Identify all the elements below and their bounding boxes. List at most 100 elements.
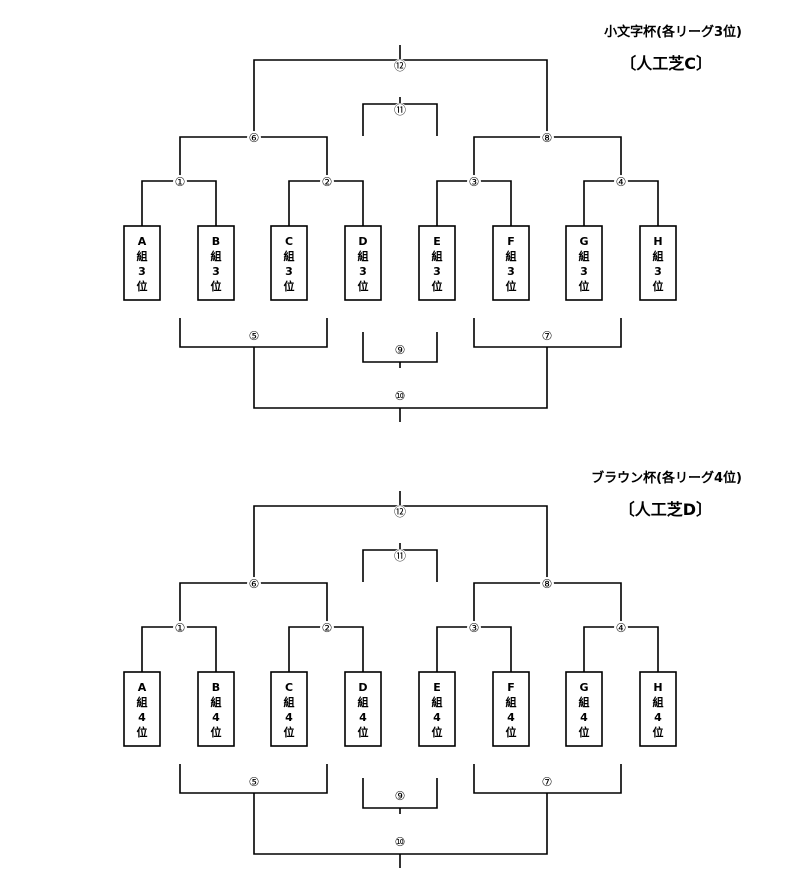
team-label-char: B [212, 681, 220, 694]
team-box [492, 225, 530, 301]
match-number: ⑥ [249, 131, 260, 145]
team-label-char: 位 [653, 725, 664, 739]
match-number-bg [467, 621, 481, 635]
team-box [123, 225, 161, 301]
team-label-char: 位 [506, 279, 517, 293]
bracket-title: ブラウン杯(各リーグ4位) [591, 470, 742, 486]
venue-label: 〔人工芝D〕 [619, 500, 712, 519]
team-box [565, 225, 603, 301]
team-label-char: F [507, 681, 515, 694]
team-label-char: D [358, 235, 367, 248]
team-label-char: 3 [580, 265, 588, 278]
match-number-bg [247, 577, 261, 591]
team-label-char: 位 [579, 279, 590, 293]
bracket-2: ブラウン杯(各リーグ4位)〔人工芝D〕A組4位B組4位C組4位D組4位E組4位F… [123, 470, 742, 868]
team-box [197, 671, 235, 747]
match-number: ⑫ [394, 59, 406, 73]
match-number-bg [320, 621, 334, 635]
team-label-char: 4 [138, 711, 146, 724]
team-label-char: 組 [284, 695, 295, 709]
match-number: ② [322, 621, 333, 635]
match-number: ⑦ [542, 775, 553, 789]
team-label-char: 組 [432, 695, 443, 709]
match-number: ② [322, 175, 333, 189]
match-number: ① [175, 175, 186, 189]
match-number-bg [393, 835, 407, 849]
team-box [197, 225, 235, 301]
match-number: ① [175, 621, 186, 635]
team-label-char: 組 [506, 695, 517, 709]
match-number: ⑧ [542, 577, 553, 591]
team-label-char: 3 [507, 265, 515, 278]
team-label-char: 位 [653, 279, 664, 293]
match-number: ⑦ [542, 329, 553, 343]
team-label-char: E [433, 681, 441, 694]
team-label-char: F [507, 235, 515, 248]
team-label-char: C [285, 681, 293, 694]
team-label-char: 位 [358, 279, 369, 293]
match-number-bg [247, 775, 261, 789]
team-box [344, 225, 382, 301]
match-number-bg [540, 329, 554, 343]
match-number-bg [173, 175, 187, 189]
match-number-bg [247, 329, 261, 343]
team-label-char: 4 [580, 711, 588, 724]
team-label-char: 組 [137, 249, 148, 263]
match-number: ⑧ [542, 131, 553, 145]
team-label-char: 3 [212, 265, 220, 278]
team-label-char: 4 [359, 711, 367, 724]
match-number-bg [393, 343, 407, 357]
match-number-bg [540, 131, 554, 145]
team-label-char: H [653, 681, 662, 694]
team-label-char: 位 [432, 279, 443, 293]
match-number-bg [393, 505, 407, 519]
team-label-char: A [138, 681, 147, 694]
bracket-1: 小文字杯(各リーグ3位)〔人工芝C〕A組3位B組3位C組3位D組3位E組3位F組… [123, 24, 742, 422]
team-label-char: 位 [137, 725, 148, 739]
team-label-char: 位 [211, 279, 222, 293]
match-number-bg [614, 175, 628, 189]
match-number: ⑤ [249, 775, 260, 789]
bracket-title: 小文字杯(各リーグ3位) [604, 24, 742, 40]
venue-label: 〔人工芝C〕 [620, 54, 712, 73]
team-label-char: 3 [285, 265, 293, 278]
team-label-char: 組 [211, 249, 222, 263]
team-label-char: 組 [432, 249, 443, 263]
team-label-char: 位 [432, 725, 443, 739]
team-label-char: H [653, 235, 662, 248]
match-number-bg [393, 549, 407, 563]
team-label-char: 3 [138, 265, 146, 278]
match-number-bg [320, 175, 334, 189]
team-box [270, 671, 308, 747]
match-number: ④ [616, 621, 627, 635]
match-number-bg [393, 103, 407, 117]
match-number: ⑨ [395, 343, 406, 357]
team-label-char: 位 [284, 279, 295, 293]
match-number: ⑩ [395, 835, 406, 849]
team-label-char: A [138, 235, 147, 248]
team-label-char: 位 [211, 725, 222, 739]
team-label-char: 位 [358, 725, 369, 739]
match-number: ⑪ [394, 103, 406, 117]
match-number-bg [247, 131, 261, 145]
match-number: ⑩ [395, 389, 406, 403]
team-label-char: E [433, 235, 441, 248]
match-number: ④ [616, 175, 627, 189]
match-number: ⑤ [249, 329, 260, 343]
team-label-char: 組 [579, 249, 590, 263]
match-number-bg [540, 775, 554, 789]
match-number-bg [393, 389, 407, 403]
match-number: ③ [469, 621, 480, 635]
team-box [418, 225, 456, 301]
team-label-char: 4 [507, 711, 515, 724]
match-number: ⑫ [394, 505, 406, 519]
match-number: ③ [469, 175, 480, 189]
match-number-bg [393, 789, 407, 803]
team-label-char: 位 [506, 725, 517, 739]
match-number-bg [393, 59, 407, 73]
match-number: ⑪ [394, 549, 406, 563]
team-label-char: 4 [285, 711, 293, 724]
team-label-char: 位 [284, 725, 295, 739]
team-label-char: 組 [358, 249, 369, 263]
team-label-char: 組 [211, 695, 222, 709]
